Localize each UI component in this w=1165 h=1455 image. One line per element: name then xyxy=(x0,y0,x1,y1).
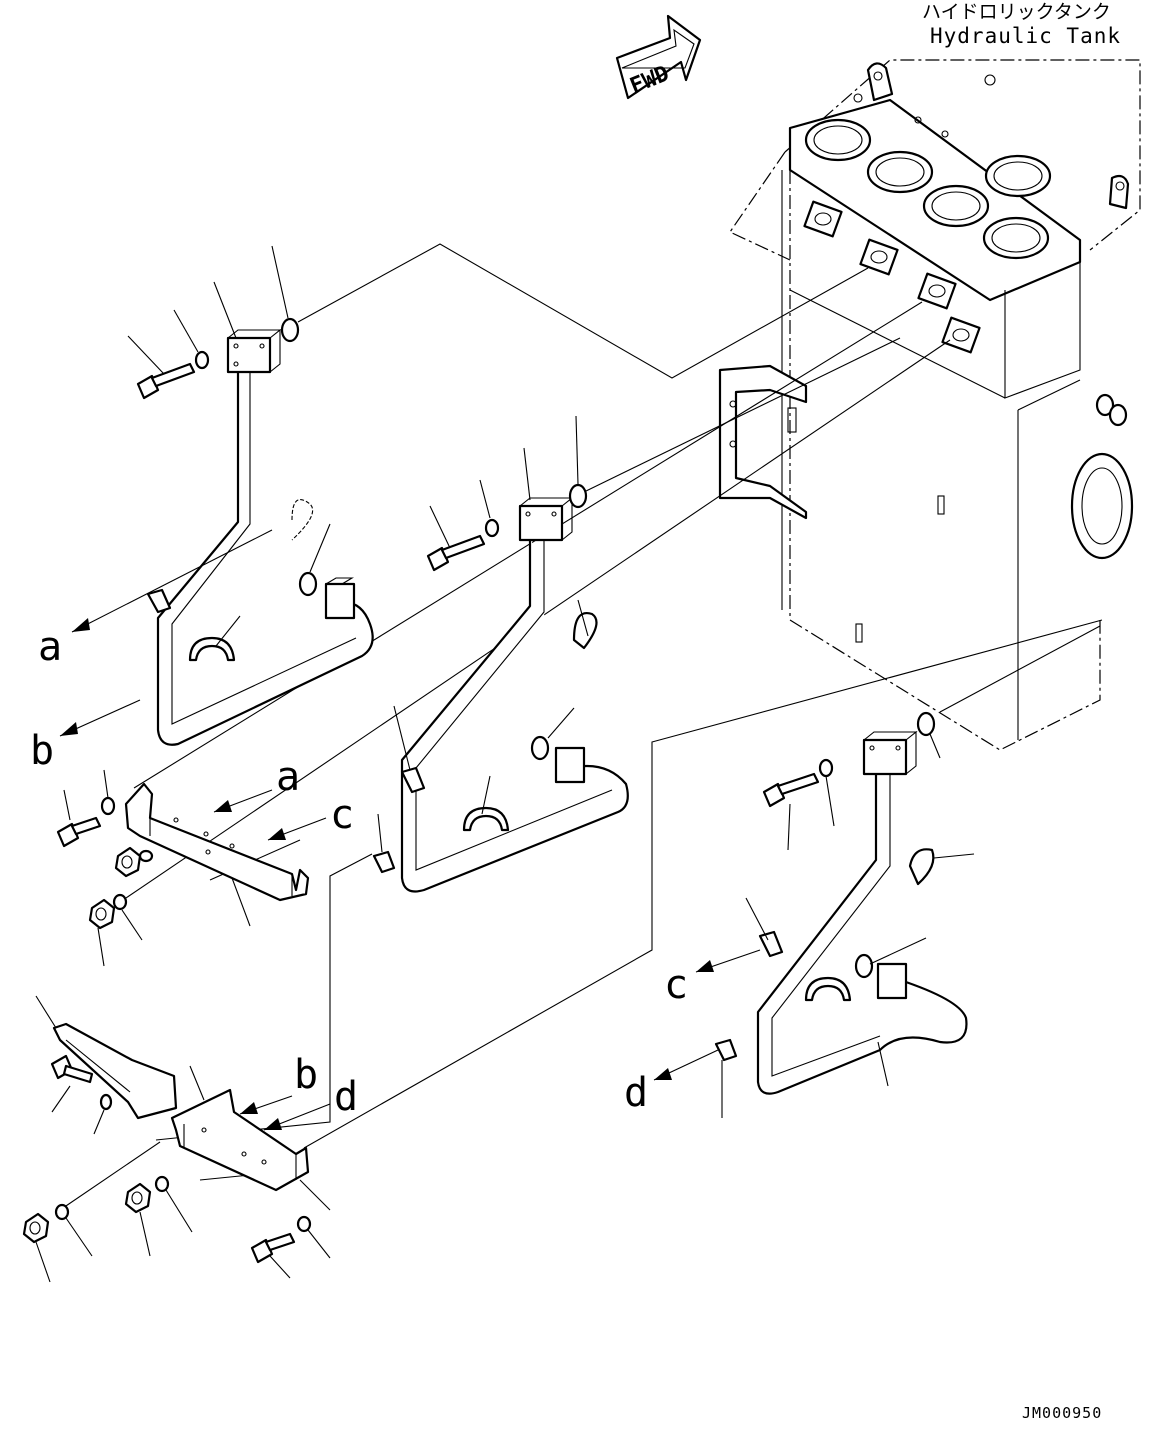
washer-icon xyxy=(296,1215,312,1233)
cap-icon xyxy=(916,711,936,737)
bracket-1 xyxy=(124,782,310,902)
bolt-icon xyxy=(56,816,102,848)
cap-icon xyxy=(568,483,588,509)
cap-icon xyxy=(530,735,550,761)
pipe-assembly-2 xyxy=(372,496,629,893)
washer-icon xyxy=(112,893,128,911)
ref-label-a: a xyxy=(276,754,300,800)
washer-icon xyxy=(154,1175,170,1193)
bolt-icon xyxy=(762,772,820,808)
washer-icon xyxy=(138,849,154,863)
pipe-assembly-1 xyxy=(146,328,374,746)
washer-icon xyxy=(100,796,116,816)
fwd-arrow-icon: FWD xyxy=(615,14,702,99)
drawing-code: JM000950 xyxy=(1022,1404,1102,1422)
bolt-icon xyxy=(426,534,486,572)
ref-label-c: c xyxy=(664,962,688,1008)
nut-icon xyxy=(114,846,142,878)
bracket-2 xyxy=(52,1022,310,1192)
callout-lines xyxy=(35,245,975,1283)
washer-icon xyxy=(194,350,210,370)
pipe-assembly-3 xyxy=(714,730,968,1095)
fasteners xyxy=(22,317,936,1264)
washer-icon xyxy=(99,1093,113,1111)
ref-label-c: c xyxy=(330,792,354,838)
cap-icon xyxy=(280,317,300,343)
nut-icon xyxy=(88,898,116,930)
tank-label-jp: ハイドロリックタンク xyxy=(922,1,1111,23)
ref-label-b: b xyxy=(294,1052,318,1098)
ref-label-b: b xyxy=(30,728,54,774)
ref-label-a: a xyxy=(38,624,62,670)
washer-icon xyxy=(818,758,834,778)
washer-icon xyxy=(484,518,500,538)
ref-label-d: d xyxy=(334,1074,358,1120)
washer-icon xyxy=(54,1203,70,1221)
hydraulic-tank xyxy=(718,59,1141,751)
nut-icon xyxy=(124,1182,152,1214)
bolt-icon xyxy=(50,1054,94,1084)
nut-icon xyxy=(22,1212,50,1244)
tank-label-en: Hydraulic Tank xyxy=(930,24,1121,48)
cap-icon xyxy=(854,953,874,979)
cap-icon xyxy=(298,571,318,597)
leader-lines xyxy=(59,243,1103,1211)
bolt-icon xyxy=(250,1232,296,1264)
ref-label-d: d xyxy=(624,1070,648,1116)
bolt-icon xyxy=(136,362,196,400)
reference-arrows xyxy=(59,529,761,1131)
